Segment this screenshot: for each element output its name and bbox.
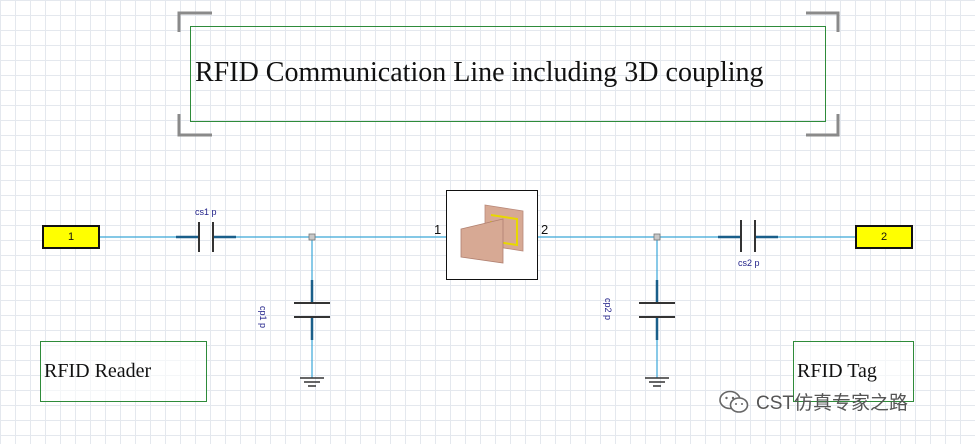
coupling-block-icon <box>460 204 524 264</box>
capacitor-icon[interactable] <box>718 220 778 252</box>
block-pin-1: 1 <box>434 222 442 237</box>
capacitor-icon[interactable] <box>294 280 330 340</box>
reader-label: RFID Reader <box>44 360 152 382</box>
block-pin-2: 2 <box>541 222 549 237</box>
watermark-text: CST仿真专家之路 <box>756 393 909 414</box>
cp2-label: cp2 p <box>603 298 613 321</box>
port-2[interactable]: 2 <box>855 225 913 249</box>
cs1-label: cs1 p <box>195 207 217 217</box>
port-1[interactable]: 1 <box>42 225 100 249</box>
tag-label-box: RFID Tag <box>793 341 914 402</box>
watermark: CST仿真专家之路 <box>718 388 908 415</box>
wires <box>100 236 856 378</box>
junction-node[interactable] <box>308 233 316 241</box>
title-frame: RFID Communication Line including 3D cou… <box>190 26 826 122</box>
diagram-title: RFID Communication Line including 3D cou… <box>195 57 764 88</box>
ground-icon <box>300 377 324 387</box>
cp1-label: cp1 p <box>258 306 268 329</box>
tag-label: RFID Tag <box>797 360 877 382</box>
capacitor-icon[interactable] <box>176 222 236 252</box>
junction-node[interactable] <box>653 233 661 241</box>
reader-label-box: RFID Reader <box>40 341 207 402</box>
ground-icon <box>645 377 669 387</box>
capacitor-icon[interactable] <box>639 280 675 340</box>
title-corner-brackets <box>177 11 840 137</box>
coupling-block[interactable] <box>446 190 538 280</box>
cs2-label: cs2 p <box>738 258 760 268</box>
wechat-icon <box>719 390 749 413</box>
